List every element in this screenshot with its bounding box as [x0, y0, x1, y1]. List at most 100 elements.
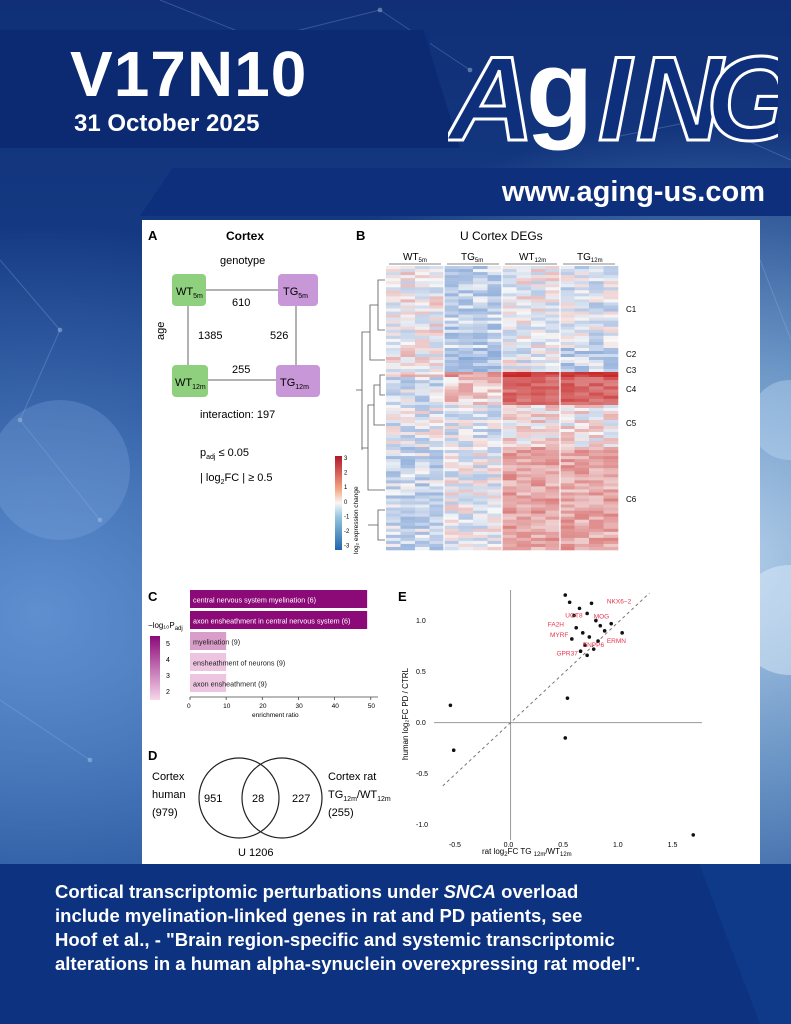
heatmap-cell: [429, 450, 445, 454]
heatmap-cell: [429, 435, 445, 439]
heatmap-cell: [444, 441, 459, 445]
heatmap-cell: [589, 423, 604, 427]
scatter-ylabel: human log₂FC PD / CTRL: [401, 667, 410, 760]
heatmap-cell: [487, 338, 503, 343]
heatmap-cell: [429, 275, 445, 279]
heatmap-cell: [516, 372, 532, 375]
heatmap-cell: [502, 278, 517, 282]
heatmap-cell: [574, 357, 590, 361]
heatmap-cell: [386, 363, 401, 367]
heatmap-cell: [415, 507, 430, 511]
heatmap-cell: [560, 305, 575, 309]
heatmap-cell: [386, 314, 401, 318]
heatmap-cell: [545, 372, 561, 375]
heatmap-cell: [603, 432, 619, 436]
heatmap-cell: [429, 516, 445, 521]
heatmap-cell: [415, 392, 430, 396]
scatter-y-tick-label: 1.0: [416, 618, 426, 625]
heatmap-cell: [603, 537, 619, 542]
heatmap-cell: [502, 360, 517, 364]
heatmap-cell: [444, 471, 459, 475]
heatmap-cell: [415, 528, 430, 533]
heatmap-cell: [400, 483, 416, 487]
heatmap-cell: [487, 308, 503, 312]
heatmap-cell: [603, 389, 619, 393]
venn-right-line3: (255): [328, 807, 354, 819]
heatmap-cell: [473, 432, 488, 436]
heatmap-cell: [415, 453, 430, 457]
scatter-point: [563, 593, 568, 597]
heatmap-cell: [444, 372, 459, 375]
heatmap-cell: [531, 335, 546, 340]
heatmap-cell: [487, 411, 503, 415]
heatmap-cell: [444, 489, 459, 493]
heatmap-cell: [444, 317, 459, 321]
heatmap-cell: [574, 420, 590, 424]
heatmap-cell: [560, 474, 575, 478]
heatmap-cell: [444, 504, 459, 508]
heatmap-cell: [458, 546, 474, 551]
heatmap-cell: [444, 450, 459, 454]
heatmap-cell: [473, 308, 488, 312]
heatmap-cell: [473, 504, 488, 508]
heatmap-cell: [516, 420, 532, 424]
heatmap-cell: [560, 507, 575, 511]
heatmap-cell: [545, 459, 561, 463]
heatmap-cell: [429, 456, 445, 460]
heatmap-cell: [429, 519, 445, 524]
heatmap-cell: [516, 432, 532, 436]
heatmap-cell: [386, 405, 401, 409]
heatmap-cell: [560, 344, 575, 349]
heatmap-cell: [400, 338, 416, 343]
heatmap-cell: [458, 338, 474, 343]
heatmap-cell: [400, 332, 416, 337]
heatmap-cell: [589, 516, 604, 521]
heatmap-cell: [429, 489, 445, 493]
heatmap-cell: [487, 477, 503, 481]
heatmap-cell: [444, 522, 459, 527]
heatmap-cell: [531, 372, 546, 375]
heatmap-cell: [603, 296, 619, 300]
heatmap-cell: [560, 395, 575, 400]
heatmap-cell: [589, 266, 604, 270]
heatmap-cell: [502, 305, 517, 309]
heatmap-cell: [458, 293, 474, 297]
heatmap-cell: [473, 302, 488, 306]
heatmap-cell: [429, 441, 445, 445]
heatmap-cell: [560, 429, 575, 433]
heatmap-cell: [487, 483, 503, 487]
heatmap-cell: [516, 462, 532, 466]
heatmap-cell: [415, 447, 430, 451]
heatmap-cell: [386, 332, 401, 337]
heatmap-cell: [574, 302, 590, 306]
heatmap-cell: [415, 302, 430, 306]
heatmap-cell: [473, 507, 488, 511]
enrichment-bar: [190, 653, 227, 671]
heatmap-cell: [487, 290, 503, 294]
heatmap-cell: [560, 462, 575, 466]
heatmap-cell: [473, 332, 488, 337]
heatmap-cell: [487, 287, 503, 291]
heatmap-cell: [429, 395, 445, 400]
heatmap-cell: [487, 311, 503, 315]
heatmap-cell: [502, 444, 517, 448]
heatmap-cell: [487, 275, 503, 279]
heatmap-cell: [458, 450, 474, 454]
heatmap-cell: [531, 305, 546, 309]
heatmap-cell: [589, 296, 604, 300]
heatmap-cell: [429, 320, 445, 325]
heatmap-cell: [458, 432, 474, 436]
heatmap-cell: [531, 534, 546, 539]
heatmap-cell: [531, 537, 546, 542]
heatmap-cell: [400, 278, 416, 282]
heatmap-cell: [603, 426, 619, 430]
heatmap-cell: [589, 537, 604, 542]
heatmap-cell: [603, 447, 619, 451]
heatmap-cell: [473, 474, 488, 478]
journal-url[interactable]: www.aging-us.com: [501, 176, 765, 208]
heatmap-cell: [589, 344, 604, 349]
heatmap-cell: [400, 366, 416, 370]
svg-text:A: A: [448, 32, 535, 152]
heatmap-cell: [603, 275, 619, 279]
heatmap-cell: [473, 411, 488, 415]
